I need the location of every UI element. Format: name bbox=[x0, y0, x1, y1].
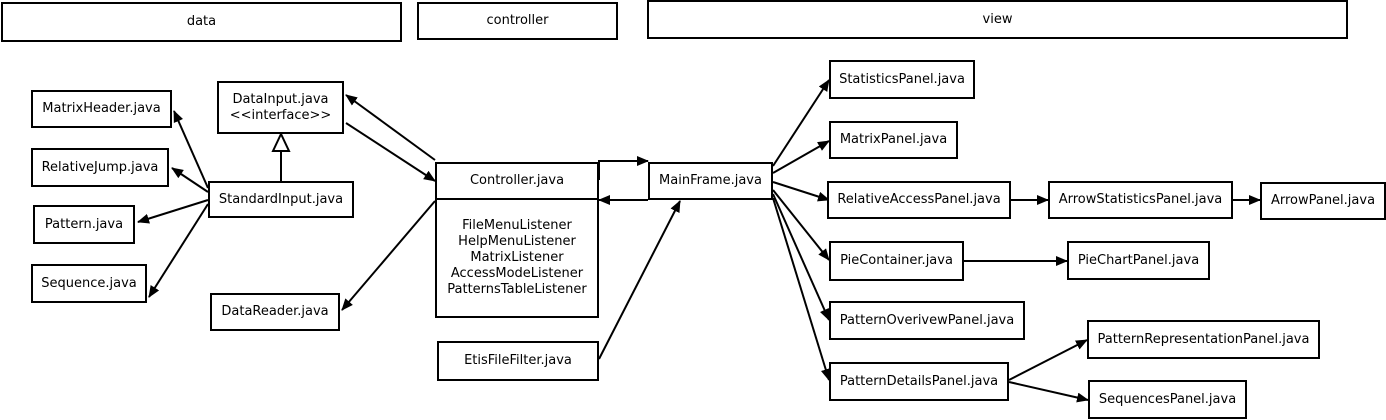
edge-data-input-to-controller bbox=[345, 122, 436, 182]
node-statistics-panel: StatisticsPanel.java bbox=[829, 60, 975, 99]
node-arrow-panel: ArrowPanel.java bbox=[1260, 182, 1386, 220]
node-matrix-header-label: MatrixHeader.java bbox=[42, 101, 161, 116]
node-relative-access-panel: RelativeAccessPanel.java bbox=[827, 181, 1011, 219]
node-pie-container-label: PieContainer.java bbox=[840, 253, 953, 268]
node-relative-access-panel-label: RelativeAccessPanel.java bbox=[837, 192, 1001, 207]
package-header-data: data bbox=[1, 2, 402, 42]
node-data-reader: DataReader.java bbox=[210, 293, 340, 331]
node-main-frame: MainFrame.java bbox=[648, 162, 773, 200]
node-arrow-statistics-panel: ArrowStatisticsPanel.java bbox=[1048, 181, 1233, 219]
node-controller-label: Controller.java bbox=[469, 173, 565, 188]
package-header-view: view bbox=[647, 0, 1348, 39]
package-header-view-label: view bbox=[982, 11, 1013, 27]
node-data-input: DataInput.java <<interface>> bbox=[217, 81, 344, 134]
node-relative-jump: RelativeJump.java bbox=[31, 148, 169, 187]
edge-main-frame-to-pattern-overview bbox=[772, 193, 830, 321]
node-main-frame-label: MainFrame.java bbox=[659, 173, 762, 188]
node-sequences-panel-label: SequencesPanel.java bbox=[1098, 391, 1237, 407]
node-pattern-representation-panel-label: PatternRepresentationPanel.java bbox=[1097, 331, 1310, 347]
node-arrow-panel-label: ArrowPanel.java bbox=[1270, 193, 1376, 208]
edge-etis-filter-to-main-frame bbox=[598, 200, 681, 360]
node-statistics-panel-label: StatisticsPanel.java bbox=[839, 71, 965, 87]
node-pie-container: PieContainer.java bbox=[829, 241, 964, 281]
node-etis-file-filter: EtisFileFilter.java bbox=[437, 341, 599, 381]
edge-main-frame-to-matrix-panel bbox=[772, 140, 830, 174]
node-matrix-header: MatrixHeader.java bbox=[31, 90, 172, 128]
node-pattern: Pattern.java bbox=[33, 205, 135, 244]
node-relative-jump-label: RelativeJump.java bbox=[41, 159, 159, 175]
edge-main-frame-to-pie-container bbox=[772, 189, 830, 261]
node-pattern-overview-panel: PatternOverivewPanel.java bbox=[829, 301, 1025, 340]
node-matrix-panel: MatrixPanel.java bbox=[829, 121, 958, 159]
node-sequence-label: Sequence.java bbox=[41, 275, 137, 291]
package-header-controller-label: controller bbox=[486, 13, 549, 28]
package-header-data-label: data bbox=[186, 14, 217, 29]
node-pattern-label: Pattern.java bbox=[44, 216, 124, 232]
edge-pattern-details-to-representation bbox=[1008, 339, 1088, 381]
node-matrix-panel-label: MatrixPanel.java bbox=[839, 132, 948, 147]
node-sequence: Sequence.java bbox=[31, 264, 147, 303]
edge-pattern-details-to-sequences bbox=[1008, 381, 1089, 403]
node-pattern-representation-panel: PatternRepresentationPanel.java bbox=[1087, 320, 1320, 359]
edge-main-frame-to-statistics bbox=[772, 79, 830, 167]
node-data-reader-label: DataReader.java bbox=[221, 304, 329, 319]
node-pie-chart-panel: PieChartPanel.java bbox=[1067, 241, 1210, 280]
node-standard-input: StandardInput.java bbox=[208, 181, 354, 218]
node-sequences-panel: SequencesPanel.java bbox=[1088, 380, 1247, 419]
edge-standard-input-to-relative-jump bbox=[171, 167, 209, 193]
package-header-controller: controller bbox=[417, 2, 618, 40]
node-standard-input-label: StandardInput.java bbox=[218, 191, 344, 207]
edge-standard-input-to-pattern bbox=[137, 199, 209, 224]
edge-controller-to-data-input bbox=[345, 94, 436, 161]
node-pie-chart-panel-label: PieChartPanel.java bbox=[1077, 252, 1200, 268]
edge-standard-input-to-matrix-header bbox=[173, 110, 209, 189]
node-pattern-details-panel-label: PatternDetailsPanel.java bbox=[839, 373, 999, 389]
node-controller-listeners: FileMenuListener HelpMenuListener Matrix… bbox=[435, 198, 599, 318]
edge-main-frame-to-pattern-details bbox=[772, 197, 831, 381]
edge-standard-input-to-sequence bbox=[148, 203, 209, 298]
edge-controller-to-main-frame bbox=[598, 156, 649, 180]
node-arrow-statistics-panel-label: ArrowStatisticsPanel.java bbox=[1058, 192, 1223, 207]
edge-controller-to-data-reader bbox=[341, 200, 436, 311]
edge-main-frame-to-relative-access bbox=[772, 181, 830, 202]
node-etis-file-filter-label: EtisFileFilter.java bbox=[464, 353, 572, 368]
node-pattern-details-panel: PatternDetailsPanel.java bbox=[829, 362, 1009, 401]
node-controller: Controller.java bbox=[435, 162, 599, 200]
realization-triangle bbox=[271, 131, 291, 152]
node-data-input-label: DataInput.java <<interface>> bbox=[229, 91, 332, 123]
node-pattern-overview-panel-label: PatternOverivewPanel.java bbox=[839, 312, 1015, 328]
node-controller-listeners-label: FileMenuListener HelpMenuListener Matrix… bbox=[447, 218, 587, 297]
